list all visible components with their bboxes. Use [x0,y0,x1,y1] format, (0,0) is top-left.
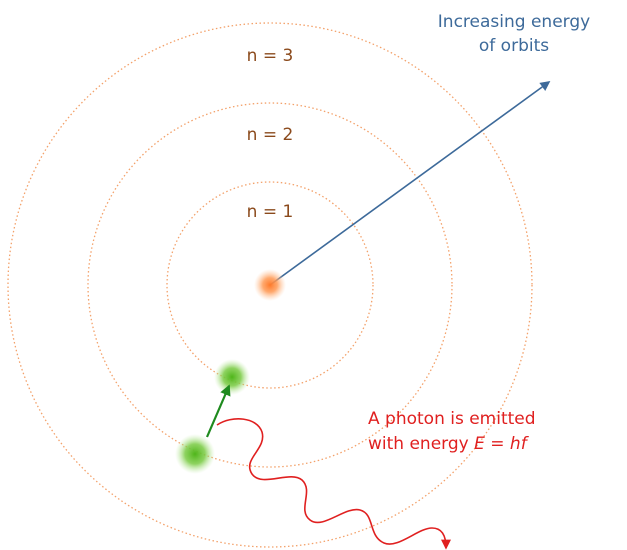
energy-arrow [269,81,551,286]
nucleus [254,269,286,301]
photon-wave [216,418,451,550]
energy-label-line2: of orbits [479,36,549,56]
photon-label-prefix: with energy [368,434,474,454]
photon-label-line2: with energy E = hf [368,434,530,454]
transition-arrow [205,384,231,438]
electron-inner [214,359,250,395]
photon-label-equals: = [485,434,510,454]
photon-label-E: E [474,434,485,454]
orbit-label-n2: n = 2 [247,125,294,145]
orbit-label-n3: n = 3 [247,46,294,66]
orbit-n3 [7,22,533,548]
photon-label-line1: A photon is emitted [368,409,536,429]
photon-label-hf: hf [510,434,530,454]
orbit-n1 [166,181,374,389]
orbit-n2 [87,102,453,468]
energy-label-line1: Increasing energy [438,12,590,32]
electron-outer [175,434,215,474]
orbit-label-n1: n = 1 [247,202,294,222]
